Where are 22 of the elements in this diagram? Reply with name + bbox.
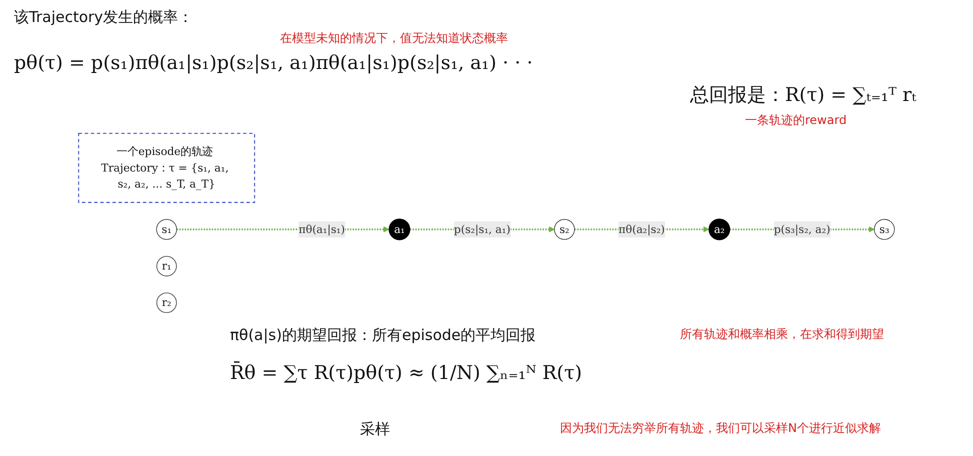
node-circle: s₁ bbox=[156, 219, 177, 240]
edge-label: πθ(a₁|s₁) bbox=[298, 222, 346, 236]
node-circle: s₂ bbox=[554, 219, 575, 240]
heading-text: 该Trajectory发生的概率： bbox=[14, 8, 194, 27]
annotation-note: 因为我们无法穷举所有轨迹，我们可以采样N个进行近似求解 bbox=[560, 420, 881, 437]
expected-return-heading: πθ(a|s)的期望回报：所有episode的平均回报 bbox=[230, 326, 536, 345]
node-circle: a₁ bbox=[388, 218, 410, 240]
expected-return-formula: R̄θ = ∑τ R(τ)pθ(τ) ≈ (1/N) ∑ₙ₌₁ᴺ R(τ) bbox=[230, 362, 582, 384]
edge-label: p(s₂|s₁, a₁) bbox=[454, 222, 510, 236]
node-circle: s₃ bbox=[874, 219, 895, 240]
edge-label: p(s₃|s₂, a₂) bbox=[774, 222, 830, 236]
node-circle: r₁ bbox=[156, 256, 177, 276]
node-circle: a₂ bbox=[708, 218, 730, 240]
edge-label: πθ(a₂|s₂) bbox=[618, 222, 665, 236]
annotation-note: 所有轨迹和概率相乘，在求和得到期望 bbox=[680, 326, 884, 343]
return-formula: 总回报是：R(τ) = ∑ₜ₌₁ᵀ rₜ bbox=[690, 83, 916, 108]
node-box: 一个episode的轨迹 Trajectory：τ = {s₁, a₁, s₂, a₂, ... s_T, a_T} bbox=[78, 132, 256, 203]
annotation-note: 在模型未知的情况下，值无法知道状态概率 bbox=[280, 30, 508, 47]
node-circle: r₂ bbox=[156, 292, 177, 313]
annotation-note: 一条轨迹的reward bbox=[745, 112, 847, 129]
sampling-label: 采样 bbox=[360, 420, 390, 439]
probability-formula: pθ(τ) = p(s₁)πθ(a₁|s₁)p(s₂|s₁, a₁)πθ(a₁|s₁)p(s₂|s₁, a₁) · · · bbox=[14, 52, 533, 74]
